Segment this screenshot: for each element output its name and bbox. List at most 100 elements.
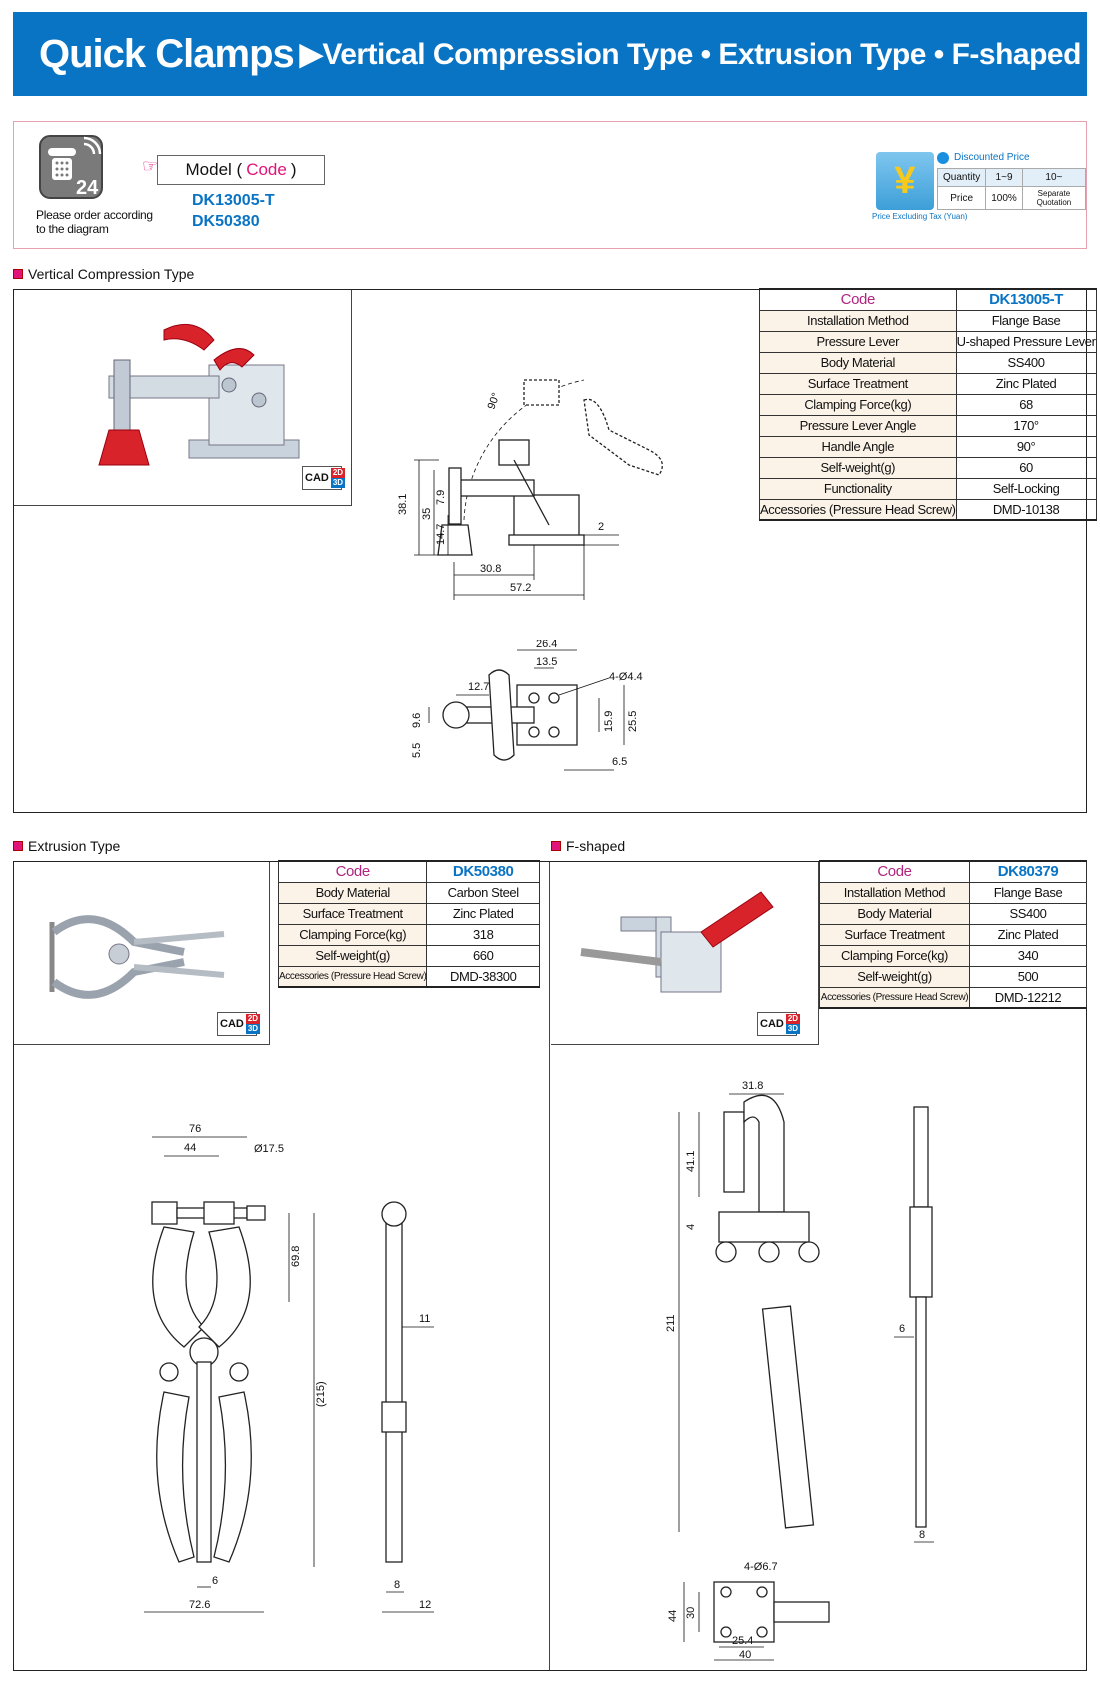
svg-text:69.8: 69.8 <box>290 1246 302 1267</box>
svg-text:30.8: 30.8 <box>480 563 501 575</box>
product-photo <box>14 290 352 506</box>
model-code-label: Model (Code) <box>157 155 325 185</box>
svg-text:7.9: 7.9 <box>435 490 447 505</box>
table-row: Accessories (Pressure Head Screw)DMD-122… <box>819 986 1087 1009</box>
svg-text:8: 8 <box>394 1579 400 1591</box>
table-row: Clamping Force(kg)68 <box>759 393 1097 416</box>
svg-text:41.1: 41.1 <box>685 1151 697 1172</box>
price-cell: Quantity <box>936 168 987 187</box>
model-code-item[interactable]: DK13005-T <box>192 192 275 209</box>
svg-text:44: 44 <box>667 1610 679 1622</box>
tax-note: Price Excluding Tax (Yuan) <box>872 212 968 221</box>
svg-text:5.5: 5.5 <box>411 743 423 758</box>
svg-text:4-Ø4.4: 4-Ø4.4 <box>609 671 643 683</box>
pointing-hand-icon: ☞ <box>142 156 159 176</box>
page-title: Quick Clamps <box>39 31 295 76</box>
price-cell: 10~ <box>1021 168 1087 187</box>
svg-text:57.2: 57.2 <box>510 582 531 594</box>
price-cell: Price <box>936 186 987 210</box>
clamp-photo-illustration <box>98 323 300 466</box>
extrusion-clamp-illustration <box>49 915 225 999</box>
table-row: Self-weight(g)660 <box>277 944 540 967</box>
svg-text:2: 2 <box>598 521 604 533</box>
table-row: Clamping Force(kg)340 <box>819 944 1087 967</box>
price-cell: 1~9 <box>985 168 1023 187</box>
svg-text:6: 6 <box>899 1323 905 1335</box>
svg-text:38.1: 38.1 <box>397 494 409 515</box>
table-row: Accessories (Pressure Head Screw)DMD-383… <box>277 965 540 988</box>
table-row: Code DK13005-T <box>759 288 1097 311</box>
svg-text:15.9: 15.9 <box>603 711 615 732</box>
svg-text:13.5: 13.5 <box>536 656 557 668</box>
model-code-list: DK13005-T DK50380 <box>192 190 275 232</box>
svg-text:90°: 90° <box>486 391 503 411</box>
svg-text:6: 6 <box>212 1575 218 1587</box>
section-label-extrusion: Extrusion Type <box>13 838 120 854</box>
page-banner: Quick Clamps ▶Vertical Compression Type … <box>13 12 1087 96</box>
svg-text:8: 8 <box>919 1529 925 1541</box>
svg-text:6.5: 6.5 <box>612 756 627 768</box>
fshaped-clamp-illustration <box>580 891 774 993</box>
price-cell: 100% <box>985 186 1023 210</box>
phone-24h-icon: 24 <box>39 135 103 199</box>
svg-text:12.7: 12.7 <box>468 681 489 693</box>
svg-text:40: 40 <box>739 1649 751 1661</box>
order-note: Please order according to the diagram <box>36 208 153 236</box>
price-table: Quantity 1~9 10~ Price 100% Separate Quo… <box>936 168 1087 210</box>
fshaped-drawing: 31.8 41.1 4 211 6 8 4-Ø6.7 44 30 25.4 40 <box>665 1080 934 1661</box>
svg-text:4: 4 <box>685 1224 697 1230</box>
svg-text:(215): (215) <box>315 1381 327 1407</box>
divider <box>549 862 550 1670</box>
model-code-item[interactable]: DK50380 <box>192 213 260 230</box>
svg-text:26.4: 26.4 <box>536 640 557 650</box>
svg-text:35: 35 <box>421 508 433 520</box>
table-row: Self-weight(g)60 <box>759 456 1097 479</box>
svg-text:76: 76 <box>189 1123 201 1135</box>
product-photo <box>14 862 270 1045</box>
svg-text:9.6: 9.6 <box>411 713 423 728</box>
extrusion-drawing: 76 44 Ø17.5 69.8 (215) 6 72.6 11 8 12 <box>144 1123 434 1613</box>
svg-text:31.8: 31.8 <box>742 1080 763 1092</box>
svg-text:4-Ø6.7: 4-Ø6.7 <box>744 1561 778 1573</box>
section-label-vertical: Vertical Compression Type <box>13 266 194 282</box>
svg-text:Ø17.5: Ø17.5 <box>254 1143 284 1155</box>
svg-text:24: 24 <box>76 177 99 199</box>
yen-icon: ¥ <box>876 152 934 210</box>
bullet-icon <box>937 152 949 164</box>
vertical-top-drawing: 26.4 13.5 4-Ø4.4 12.7 9.6 5.5 15.9 25.5 … <box>411 640 643 771</box>
svg-text:14.7: 14.7 <box>435 524 447 545</box>
price-cell: Separate Quotation <box>1021 186 1087 210</box>
discounted-price-label: Discounted Price <box>954 152 1030 163</box>
order-info-box: 24 Please order according to the diagram… <box>13 121 1087 249</box>
section-label-fshaped: F-shaped <box>551 838 625 854</box>
svg-text:12: 12 <box>419 1599 431 1611</box>
page-subtitle: ▶Vertical Compression Type • Extrusion T… <box>299 37 1082 71</box>
table-row: Clamping Force(kg)318 <box>277 923 540 946</box>
svg-text:211: 211 <box>665 1314 677 1332</box>
svg-text:25.5: 25.5 <box>627 711 639 732</box>
table-row: Accessories (Pressure Head Screw)DMD-101… <box>759 498 1097 521</box>
table-row: Self-weight(g)500 <box>819 965 1087 988</box>
svg-text:11: 11 <box>419 1313 430 1325</box>
svg-text:30: 30 <box>685 1607 697 1619</box>
